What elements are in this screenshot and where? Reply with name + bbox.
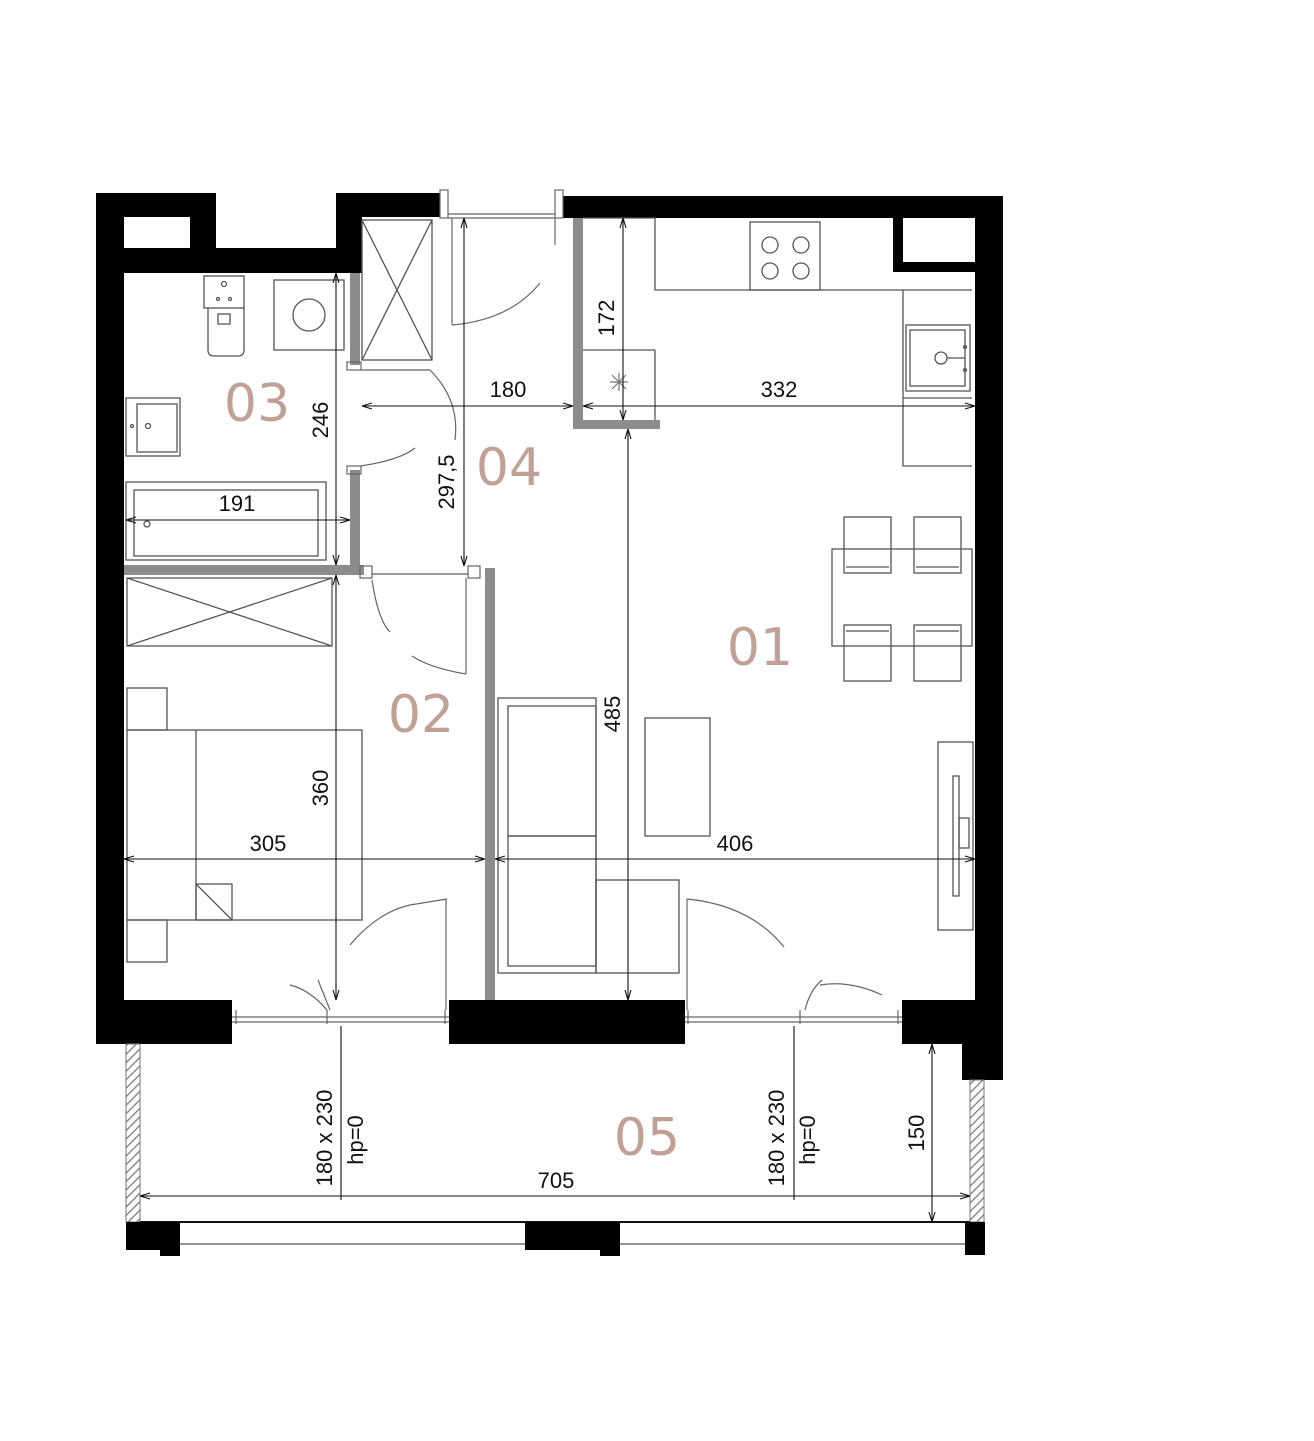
dim-246: 246 bbox=[308, 402, 333, 439]
bedroom-wardrobe bbox=[126, 577, 333, 647]
partition-bath-upper bbox=[350, 273, 360, 365]
balcony-screen-left bbox=[125, 1043, 141, 1223]
wall-bottom-right bbox=[902, 1000, 975, 1044]
room-label-01: 01 bbox=[727, 618, 793, 678]
partition-bath-lower bbox=[350, 470, 360, 575]
washbasin-icon bbox=[125, 397, 181, 457]
room-label-04: 04 bbox=[476, 438, 542, 498]
bathtub-icon bbox=[125, 481, 327, 561]
opening-sill-left: hp=0 bbox=[343, 1115, 368, 1165]
ventilation-icon bbox=[610, 373, 628, 391]
hall-wardrobe bbox=[361, 219, 433, 361]
opening-size-right: 180 x 230 bbox=[764, 1090, 789, 1187]
balcony-door-left[interactable] bbox=[232, 898, 449, 1024]
balcony-slab-right bbox=[965, 1222, 985, 1255]
wall-right bbox=[975, 196, 1003, 1080]
exterior-walls bbox=[96, 193, 1003, 1080]
dim-150: 150 bbox=[904, 1115, 929, 1152]
room-label-02: 02 bbox=[388, 685, 454, 745]
balcony-slab-mid bbox=[525, 1222, 620, 1250]
dim-305: 305 bbox=[250, 831, 287, 856]
cooktop-icon bbox=[749, 221, 821, 291]
partition-bedroom-living bbox=[485, 568, 495, 1000]
tv-cabinet bbox=[937, 741, 974, 931]
dim-297-5: 297,5 bbox=[434, 454, 459, 509]
opening-size-left: 180 x 230 bbox=[312, 1090, 337, 1187]
sink-icon bbox=[905, 324, 971, 392]
partitions bbox=[124, 218, 660, 1000]
coffee-table bbox=[644, 717, 711, 837]
dim-180: 180 bbox=[490, 377, 527, 402]
balcony-screen-right bbox=[969, 1079, 985, 1223]
bedroom-door[interactable] bbox=[359, 565, 481, 675]
entrance-door[interactable] bbox=[439, 189, 564, 326]
toilet-icon bbox=[203, 275, 245, 357]
balcony bbox=[125, 1043, 985, 1256]
sofa bbox=[497, 697, 680, 974]
niche-inner bbox=[124, 217, 190, 248]
dim-406: 406 bbox=[717, 831, 754, 856]
dim-172: 172 bbox=[594, 300, 619, 337]
bathroom-door[interactable] bbox=[346, 361, 457, 475]
dim-332: 332 bbox=[761, 377, 798, 402]
room-label-05: 05 bbox=[614, 1108, 680, 1168]
wall-niche-bottom bbox=[124, 248, 360, 273]
dim-485: 485 bbox=[600, 696, 625, 733]
balcony-slab-left bbox=[126, 1222, 180, 1250]
dim-705: 705 bbox=[538, 1168, 575, 1193]
partition-kitchen-h bbox=[573, 420, 660, 429]
wall-top-right bbox=[563, 196, 1003, 218]
balcony-door-right[interactable] bbox=[685, 898, 902, 1024]
opening-sill-right: hp=0 bbox=[795, 1115, 820, 1165]
dim-191: 191 bbox=[219, 491, 256, 516]
wall-top-mid bbox=[336, 193, 440, 217]
wall-right-step bbox=[962, 1040, 1003, 1080]
corner-inner bbox=[903, 218, 975, 262]
partition-bath-bed bbox=[124, 565, 364, 575]
room-label-03: 03 bbox=[224, 374, 290, 434]
wall-bottom-mid bbox=[449, 1000, 685, 1044]
dining-table bbox=[831, 516, 973, 682]
wall-bottom-left bbox=[96, 1000, 232, 1044]
wall-left bbox=[96, 193, 124, 1043]
washing-machine-icon bbox=[273, 279, 345, 351]
bed bbox=[126, 687, 363, 963]
partition-kitchen-v bbox=[573, 218, 583, 428]
dimension-lines bbox=[123, 217, 976, 1223]
dim-360: 360 bbox=[308, 770, 333, 807]
